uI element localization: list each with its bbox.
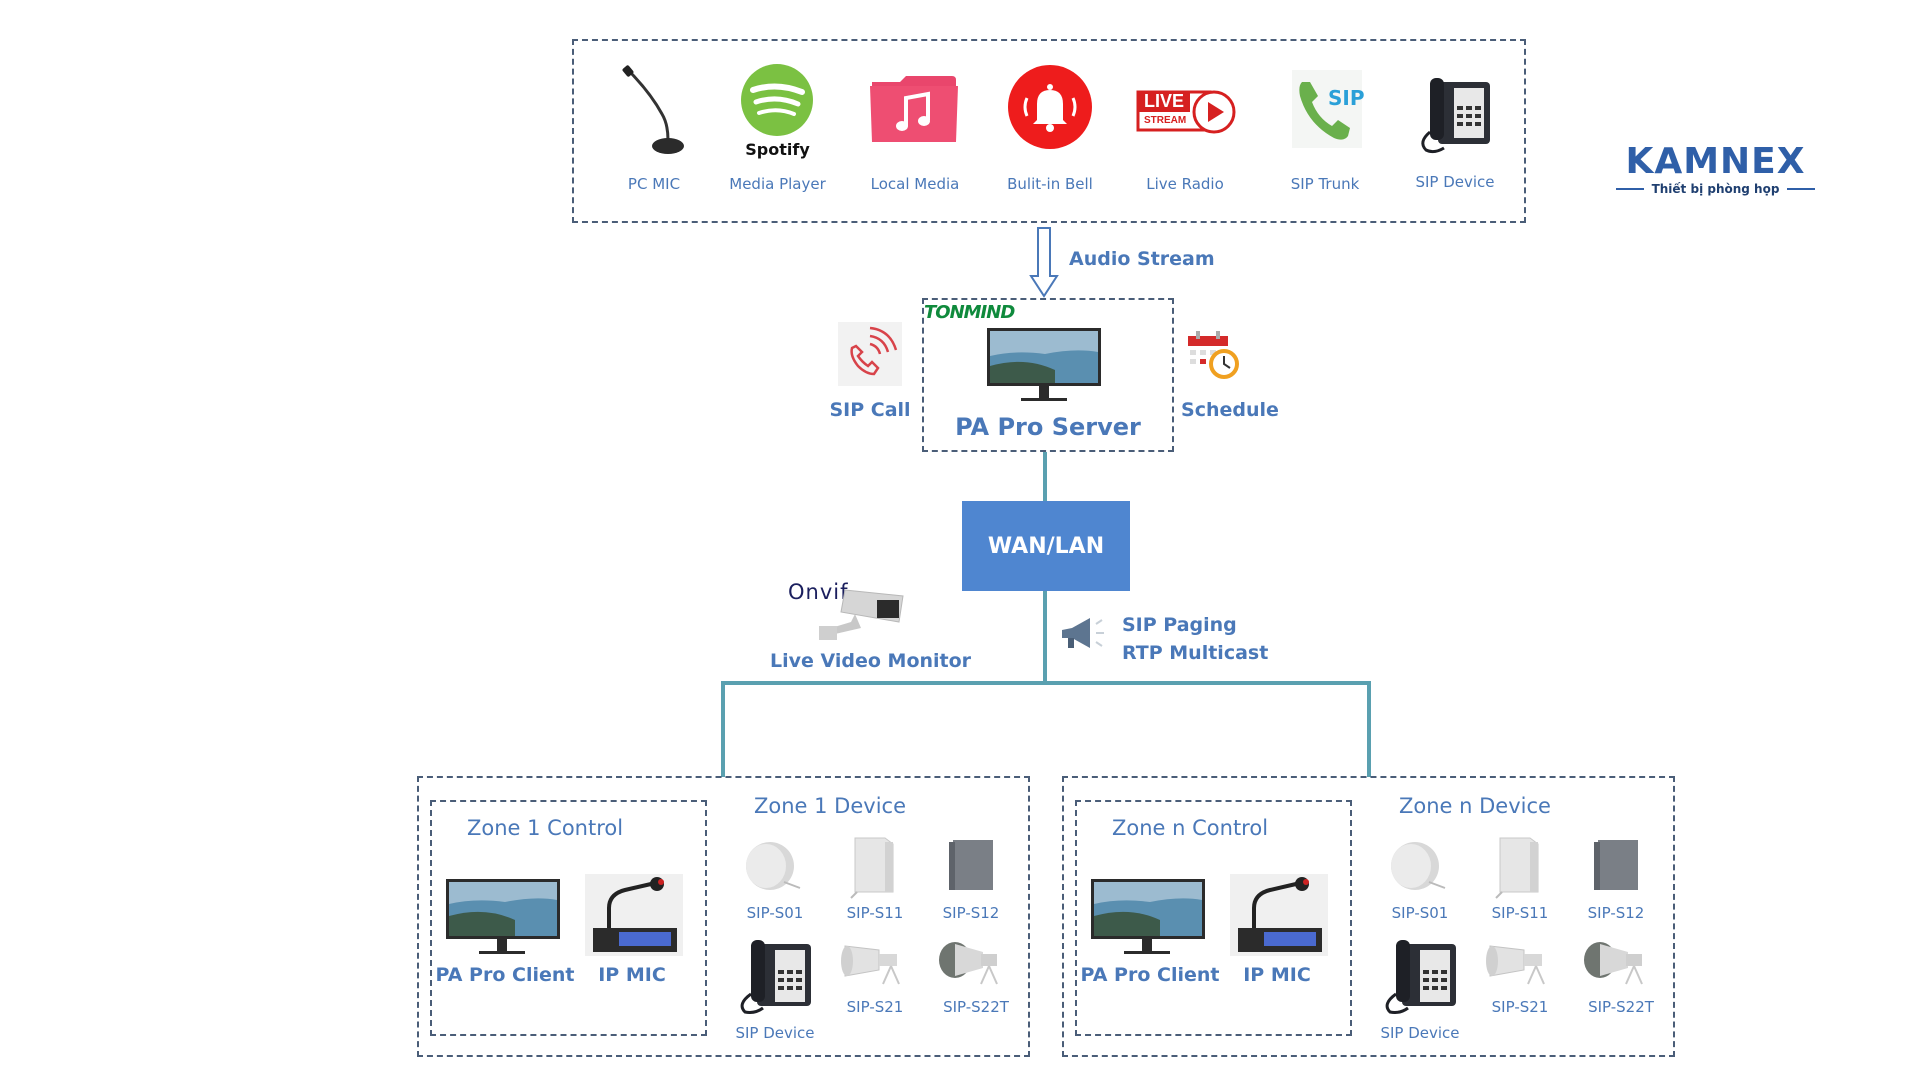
sip-text: SIP xyxy=(1328,86,1365,110)
source-label: PC MIC xyxy=(627,175,681,193)
horn-speaker-icon xyxy=(1486,945,1545,985)
device-label: SIP Device xyxy=(735,1024,815,1042)
source-sip-trunk: SIP SIP Trunk xyxy=(1270,62,1380,202)
ceiling-speaker-icon xyxy=(1391,842,1446,890)
box-speaker-icon xyxy=(1594,840,1638,890)
zone-group xyxy=(417,776,1030,1057)
desk-phone-icon xyxy=(740,940,811,1014)
live-text: LIVE xyxy=(1144,91,1185,111)
device-label: SIP-S11 xyxy=(846,904,904,922)
onvif-logo: Onvif xyxy=(788,580,849,604)
source-pc-mic: PC MIC xyxy=(610,62,698,202)
device-label: SIP-S11 xyxy=(1491,904,1549,922)
ceiling-speaker-icon xyxy=(746,842,801,890)
audio-sources-group xyxy=(572,39,1526,223)
cctv-camera-icon xyxy=(819,589,904,640)
source-label: Local Media xyxy=(870,175,960,193)
ip-mic-label: IP MIC xyxy=(1243,964,1311,986)
device-label: SIP-S21 xyxy=(1491,998,1549,1016)
source-sip-device: SIP Device xyxy=(1400,62,1510,202)
rtp-multicast-label: RTP Multicast xyxy=(1122,642,1269,664)
device-label: SIP-S01 xyxy=(746,904,804,922)
source-live-radio: LIVE STREAM Live Radio xyxy=(1130,62,1240,202)
zone-device-title: Zone n Device xyxy=(1399,794,1551,818)
schedule-label: Schedule xyxy=(1181,399,1279,421)
source-media-player: Spotify Media Player xyxy=(720,62,835,202)
ip-mic-icon xyxy=(585,874,683,956)
pa-client-monitor-icon xyxy=(1091,879,1205,954)
audio-stream-label: Audio Stream xyxy=(1069,248,1215,270)
source-builtin-bell: Bulit-in Bell xyxy=(995,62,1105,202)
spotify-wordmark: Spotify xyxy=(745,140,810,159)
wall-speaker-icon xyxy=(850,837,894,899)
pa-client-label: PA Pro Client xyxy=(435,964,575,986)
device-label: SIP-S22T xyxy=(1588,998,1654,1016)
zone-group xyxy=(1062,776,1675,1057)
connector-server-wan xyxy=(1043,452,1047,502)
bus-drop-zone-n xyxy=(1367,681,1371,777)
source-label: SIP Device xyxy=(1415,173,1495,191)
device-label: SIP-S12 xyxy=(942,904,1000,922)
brand-tagline: Thiết bị phòng họp xyxy=(1651,182,1780,196)
live-stream-icon xyxy=(1136,90,1236,134)
zone-1: Zone 1 Control PA Pro Client IP MIC Zone… xyxy=(417,776,1030,1057)
sip-call-label: SIP Call xyxy=(829,399,911,421)
sip-call-icon xyxy=(838,322,902,386)
box-speaker-icon xyxy=(949,840,993,890)
device-label: SIP-S22T xyxy=(943,998,1009,1016)
device-label: SIP-S21 xyxy=(846,998,904,1016)
music-folder-icon xyxy=(870,76,958,142)
stream-text: STREAM xyxy=(1144,115,1187,126)
zone-n: Zone n Control PA Pro Client IP MIC Zone… xyxy=(1062,776,1675,1057)
horn-speaker-icon xyxy=(939,942,998,985)
pa-client-label: PA Pro Client xyxy=(1080,964,1220,986)
horn-speaker-icon xyxy=(1584,942,1643,985)
source-label: Media Player xyxy=(729,175,826,193)
bell-icon xyxy=(1008,65,1092,149)
horn-speaker-icon xyxy=(841,945,900,985)
schedule-icon xyxy=(1188,331,1239,379)
wall-speaker-icon xyxy=(1495,837,1539,899)
source-local-media: Local Media xyxy=(860,62,970,202)
spotify-icon xyxy=(741,64,813,136)
ip-mic-icon xyxy=(1230,874,1328,956)
source-label: Bulit-in Bell xyxy=(1007,175,1093,193)
brand-logo: KAMNEX Thiết bị phòng họp xyxy=(1608,142,1823,202)
distribution-bus xyxy=(721,681,1371,685)
audio-stream-arrow xyxy=(1029,227,1059,298)
zone-control-group xyxy=(1075,800,1352,1036)
wan-lan-label: WAN/LAN xyxy=(987,533,1105,559)
live-video-monitor-label: Live Video Monitor xyxy=(770,650,972,672)
server-label: PA Pro Server xyxy=(955,413,1141,441)
zone-control-title: Zone n Control xyxy=(1112,816,1269,840)
megaphone-icon xyxy=(1062,618,1104,648)
zone-control-group xyxy=(430,800,707,1036)
desk-phone-icon xyxy=(1421,78,1490,154)
pa-pro-server-group[interactable] xyxy=(922,298,1174,452)
device-label: SIP Device xyxy=(1380,1024,1460,1042)
source-label: Live Radio xyxy=(1146,175,1224,193)
device-label: SIP-S01 xyxy=(1391,904,1449,922)
zone-device-title: Zone 1 Device xyxy=(754,794,906,818)
sip-paging-label: SIP Paging xyxy=(1122,614,1237,636)
connector-wan-bus xyxy=(1043,591,1047,684)
tonmind-logo: TONMIND xyxy=(924,302,1015,323)
desk-phone-icon xyxy=(1385,940,1456,1014)
device-label: SIP-S12 xyxy=(1587,904,1645,922)
zone-control-title: Zone 1 Control xyxy=(467,816,624,840)
sip-phone-icon xyxy=(1292,70,1362,148)
source-label: SIP Trunk xyxy=(1290,175,1360,193)
bus-drop-zone-1 xyxy=(721,681,725,777)
logo-rule-right xyxy=(1787,188,1816,190)
ip-mic-label: IP MIC xyxy=(598,964,666,986)
wan-lan-node[interactable]: WAN/LAN xyxy=(962,501,1130,591)
brand-name: KAMNEX xyxy=(1625,141,1806,182)
server-monitor-icon xyxy=(987,328,1101,401)
gooseneck-mic-icon xyxy=(622,65,684,154)
pa-client-monitor-icon xyxy=(446,879,560,954)
logo-rule-left xyxy=(1615,188,1644,190)
